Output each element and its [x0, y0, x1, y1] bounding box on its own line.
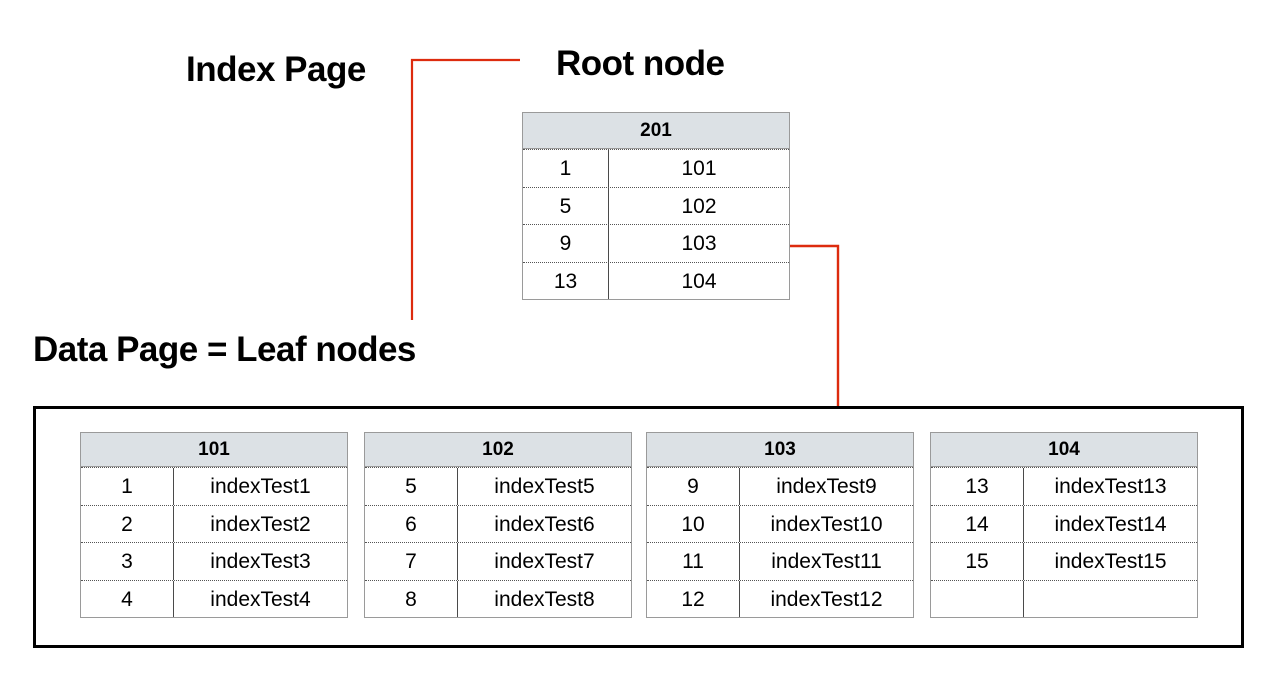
table-row[interactable]: 9 103 [523, 224, 789, 262]
index-page-label: Index Page [186, 50, 366, 89]
root-row-key: 9 [523, 225, 609, 262]
table-row[interactable] [931, 579, 1197, 618]
leaf-row-key: 7 [365, 543, 458, 580]
root-row-pointer: 103 [681, 232, 717, 255]
leaf-row-value: indexTest14 [1054, 512, 1167, 536]
table-row[interactable]: 5 indexTest5 [365, 467, 631, 505]
leaf-row-value: indexTest2 [210, 512, 311, 536]
leaf-row-key: 1 [81, 468, 174, 505]
leaf-row-key: 15 [931, 543, 1024, 580]
leaf-node-page-id: 102 [365, 433, 631, 467]
leaf-node-table-104[interactable]: 104 13 indexTest13 14 indexTest14 15 ind… [930, 432, 1198, 618]
leaf-row-key: 9 [647, 468, 740, 505]
root-node-label: Root node [556, 44, 725, 83]
root-node-table[interactable]: 201 1 101 5 102 9 103 13 104 [522, 112, 790, 300]
leaf-row-value: indexTest8 [494, 587, 595, 611]
leaf-row-value-empty [1024, 581, 1197, 618]
leaf-row-value: indexTest15 [1054, 550, 1167, 573]
leaf-row-value: indexTest10 [770, 512, 883, 536]
table-row[interactable]: 1 101 [523, 149, 789, 187]
leaf-node-table-102[interactable]: 102 5 indexTest5 6 indexTest6 7 indexTes… [364, 432, 632, 618]
leaf-row-value: indexTest9 [776, 475, 877, 498]
table-row[interactable]: 9 indexTest9 [647, 467, 913, 505]
table-row[interactable]: 3 indexTest3 [81, 542, 347, 580]
leaf-node-page-id: 101 [81, 433, 347, 467]
table-row[interactable]: 12 indexTest12 [647, 579, 913, 617]
root-row-pointer: 104 [681, 269, 717, 293]
leaf-node-table-103[interactable]: 103 9 indexTest9 10 indexTest10 11 index… [646, 432, 914, 618]
leaf-row-value: indexTest4 [210, 587, 311, 611]
table-row[interactable]: 11 indexTest11 [647, 542, 913, 580]
table-row[interactable]: 2 indexTest2 [81, 504, 347, 542]
leaf-row-value: indexTest1 [210, 475, 311, 498]
leaf-node-table-101[interactable]: 101 1 indexTest1 2 indexTest2 3 indexTes… [80, 432, 348, 618]
leaf-row-key: 12 [647, 580, 740, 617]
leaf-row-key-empty [931, 580, 1024, 617]
leaf-row-key: 5 [365, 468, 458, 505]
leaf-row-value: indexTest12 [770, 587, 883, 611]
table-row[interactable]: 7 indexTest7 [365, 542, 631, 580]
leaf-row-key: 14 [931, 505, 1024, 542]
root-row-key: 13 [523, 262, 609, 299]
root-row-pointer: 102 [681, 194, 717, 218]
root-to-leaf-103-arrow-line [790, 244, 840, 424]
table-row[interactable]: 4 indexTest4 [81, 579, 347, 617]
leaf-row-key: 3 [81, 543, 174, 580]
leaf-row-key: 2 [81, 505, 174, 542]
leaf-row-value: indexTest3 [210, 550, 311, 573]
leaf-row-key: 4 [81, 580, 174, 617]
index-page-leader-line [410, 58, 520, 320]
table-row[interactable]: 1 indexTest1 [81, 467, 347, 505]
leaf-node-page-id: 103 [647, 433, 913, 467]
data-page-label: Data Page = Leaf nodes [33, 330, 416, 369]
table-row[interactable]: 10 indexTest10 [647, 504, 913, 542]
table-row[interactable]: 8 indexTest8 [365, 579, 631, 617]
leaf-row-value: indexTest6 [494, 512, 595, 536]
leaf-row-key: 10 [647, 505, 740, 542]
table-row[interactable]: 6 indexTest6 [365, 504, 631, 542]
root-row-key: 5 [523, 187, 609, 224]
leaf-row-value: indexTest11 [771, 550, 882, 573]
leaf-node-page-id: 104 [931, 433, 1197, 467]
leaf-row-key: 11 [647, 543, 740, 580]
table-row[interactable]: 13 indexTest13 [931, 467, 1197, 505]
table-row[interactable]: 13 104 [523, 261, 789, 299]
leaf-row-value: indexTest7 [494, 550, 595, 573]
table-row[interactable]: 14 indexTest14 [931, 504, 1197, 542]
leaf-row-key: 8 [365, 580, 458, 617]
leaf-row-value: indexTest5 [494, 475, 595, 498]
root-node-page-id: 201 [523, 113, 789, 149]
table-row[interactable]: 15 indexTest15 [931, 542, 1197, 580]
root-row-key: 1 [523, 150, 609, 187]
leaf-row-value: indexTest13 [1054, 475, 1167, 498]
leaf-row-key: 13 [931, 468, 1024, 505]
table-row[interactable]: 5 102 [523, 186, 789, 224]
leaf-row-key: 6 [365, 505, 458, 542]
root-row-pointer: 101 [681, 157, 717, 180]
